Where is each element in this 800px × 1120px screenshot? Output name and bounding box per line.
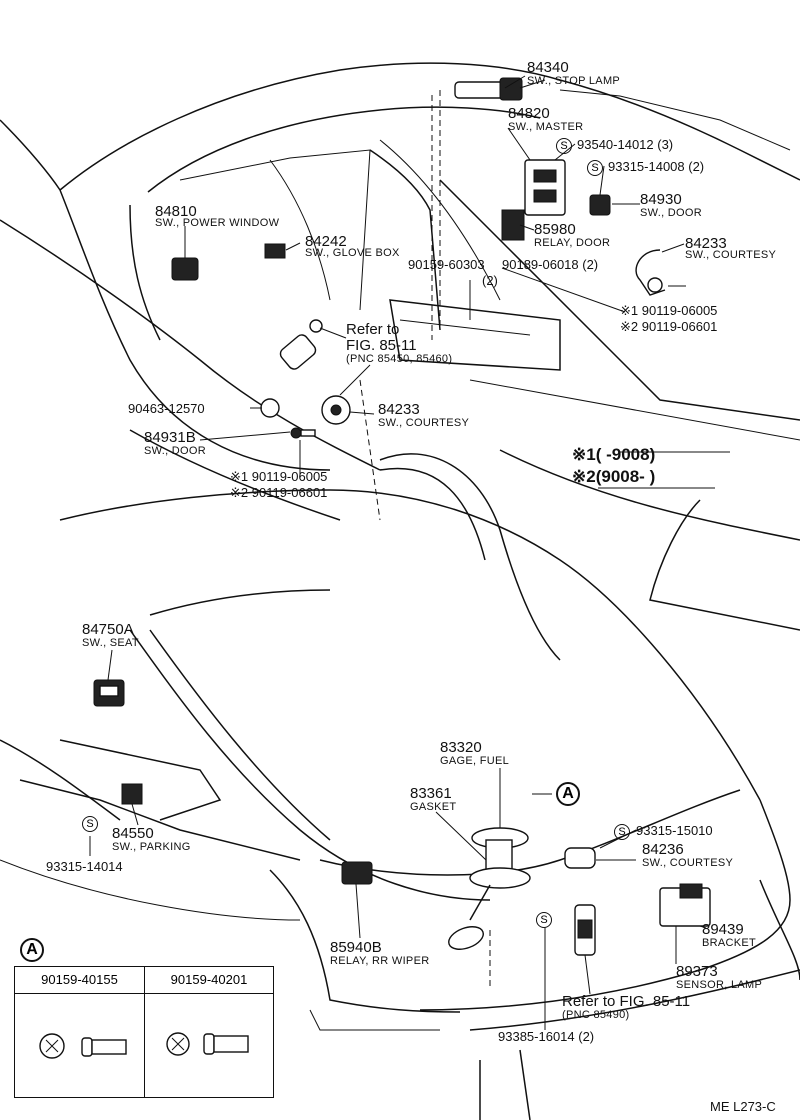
name-85980: RELAY, DOOR: [534, 237, 611, 249]
label-89439: 89439: [702, 921, 744, 938]
name-83361: GASKET: [410, 801, 457, 813]
name-83320: GAGE, FUEL: [440, 755, 510, 767]
label-84810: 84810: [155, 203, 197, 220]
part-power-window-switch: [171, 257, 199, 281]
legend-col-1: 90159-40155: [15, 967, 145, 994]
part-seat-switch: [93, 679, 125, 707]
legend-callout-a-icon: A: [20, 938, 44, 962]
label-84930: 84930: [640, 191, 682, 208]
s-symbol-icon: S: [536, 912, 552, 928]
legend-screw-1: [39, 1033, 127, 1059]
figure-code: ME L273-C: [710, 1099, 776, 1114]
s-symbol-icon: S: [556, 138, 572, 154]
refer-line-2: FIG. 85-11: [346, 337, 417, 354]
part-door-switch-right: [589, 194, 611, 216]
part-courtesy-switch-trunk: [564, 847, 596, 869]
name-89373: SENSOR, LAMP: [676, 979, 763, 991]
part-lock-cylinder: [279, 319, 323, 370]
label-84233-left: 84233: [378, 401, 420, 418]
legend-divider: [144, 993, 145, 1097]
label-93385: 93385-16014 (2): [498, 1029, 595, 1044]
label-83320: 83320: [440, 739, 482, 756]
label-84550: 84550: [112, 825, 154, 842]
label-90119-left-2: ※2 90119-06601: [230, 485, 328, 500]
name-89439: BRACKET: [702, 937, 757, 949]
s-symbol-icon: S: [82, 816, 98, 832]
label-90159-60303: 90159-60303: [408, 257, 485, 272]
name-84930: SW., DOOR: [640, 207, 702, 219]
label-90119-left-1: ※1 90119-06005: [230, 469, 328, 484]
label-83361: 83361: [410, 785, 452, 802]
label-93315-14014: 93315-14014: [46, 859, 123, 874]
note-2: ※2(9008- ): [572, 467, 656, 486]
label-85940b: 85940B: [330, 939, 382, 956]
refer-line-1: Refer to: [346, 321, 400, 338]
label-93315-15010: 93315-15010: [636, 823, 713, 838]
part-fuel-gage: [448, 827, 531, 950]
name-84233-left: SW., COURTESY: [378, 417, 470, 429]
label-84242: 84242: [305, 233, 347, 250]
part-ring-90463: [260, 398, 280, 418]
label-84750a: 84750A: [82, 621, 134, 638]
label-84233-right: 84233: [685, 235, 727, 252]
label-93540: 93540-14012 (3): [577, 137, 674, 152]
part-bracket-sensor: [659, 883, 711, 927]
part-courtesy-switch-right: [635, 249, 666, 296]
note-1: ※1( -9008): [572, 445, 656, 464]
label-84931b: 84931B: [144, 429, 196, 446]
refer-2-line-2: (PNC 85490): [562, 1009, 630, 1021]
label-84340: 84340: [527, 59, 569, 76]
lower-body-outline: [0, 489, 800, 1120]
part-master-switch: [524, 159, 566, 216]
part-parking-switch: [121, 783, 143, 805]
name-84233-right: SW., COURTESY: [685, 249, 777, 261]
label-90189: 90189-06018 (2): [502, 257, 599, 272]
name-84242: SW., GLOVE BOX: [305, 247, 400, 259]
part-relay-door: [501, 209, 525, 241]
part-relay-rr-wiper: [341, 861, 373, 885]
label-84236: 84236: [642, 841, 684, 858]
s-symbol-icon: S: [614, 824, 630, 840]
name-84340: SW., STOP LAMP: [527, 75, 621, 87]
label-84820: 84820: [508, 105, 550, 122]
label-90463: 90463-12570: [128, 401, 205, 416]
legend-col-2: 90159-40201: [145, 967, 273, 994]
qty-90159-60303: (2): [482, 273, 498, 288]
name-84550: SW., PARKING: [112, 841, 191, 853]
fastener-legend-table: 90159-40155 90159-40201: [14, 966, 274, 1098]
part-stop-lamp-switch: [454, 77, 546, 101]
leader-lines: [89, 75, 730, 1030]
part-courtesy-switch-left: [321, 395, 351, 425]
legend-screw-2: [166, 1032, 249, 1056]
refer-2-line-1: Refer to FIG. 85-11: [562, 993, 691, 1010]
label-89373: 89373: [676, 963, 718, 980]
part-lamp-sensor: [574, 904, 596, 956]
upper-body-outline: [0, 62, 800, 661]
name-84931b: SW., DOOR: [144, 445, 206, 457]
name-84810: SW., POWER WINDOW: [155, 217, 280, 229]
name-84236: SW., COURTESY: [642, 857, 734, 869]
callout-a-icon: A: [556, 782, 580, 806]
name-85940b: RELAY, RR WIPER: [330, 955, 430, 967]
part-glove-box-switch: [264, 243, 286, 259]
label-85980: 85980: [534, 221, 576, 238]
label-93315-14008: 93315-14008 (2): [608, 159, 705, 174]
label-90119-right-1: ※1 90119-06005: [620, 303, 718, 318]
refer-line-3: (PNC 85450, 85460): [346, 353, 453, 365]
part-screw-left: [290, 427, 316, 439]
label-90119-right-2: ※2 90119-06601: [620, 319, 718, 334]
s-symbol-icon: S: [587, 160, 603, 176]
name-84820: SW., MASTER: [508, 121, 584, 133]
name-84750a: SW., SEAT: [82, 637, 139, 649]
